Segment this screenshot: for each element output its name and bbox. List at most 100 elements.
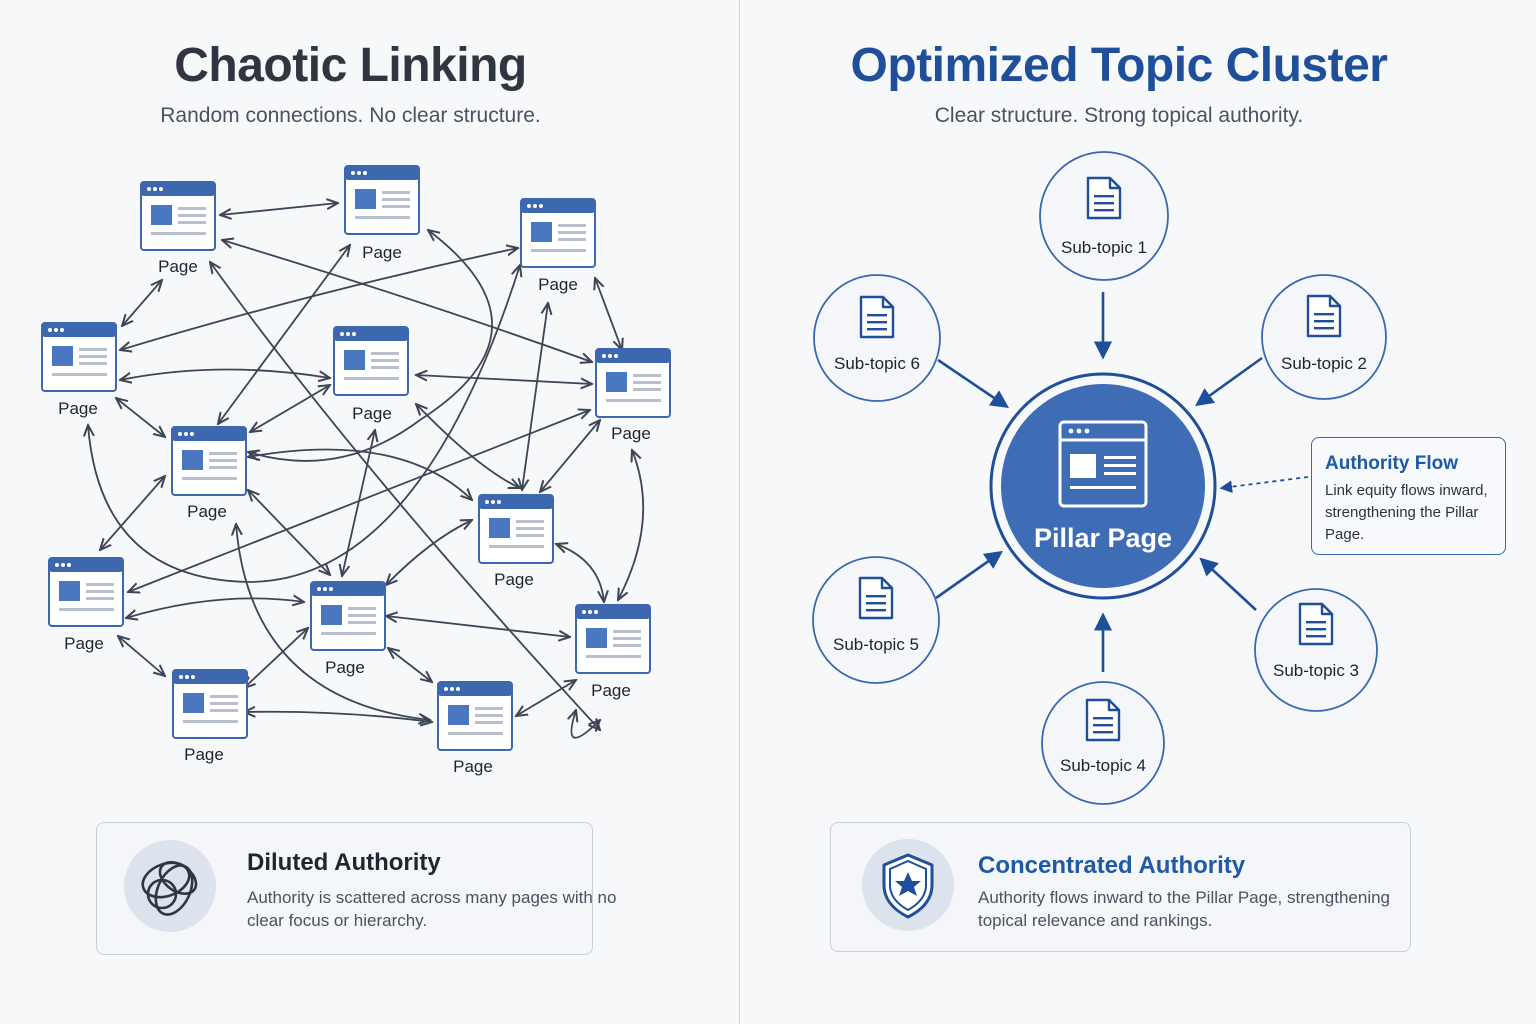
right-title: Optimized Topic Cluster [850, 39, 1388, 92]
page-label: Page [184, 745, 224, 764]
link-line [128, 410, 590, 592]
page-label: Page [453, 757, 493, 776]
authority-flow-callout: Authority Flow Link equity flows inward,… [1311, 437, 1506, 555]
page-label: Page [58, 399, 98, 418]
link-line [220, 203, 338, 215]
concentrated-authority-title: Concentrated Authority [978, 852, 1246, 879]
page-node: Page [41, 322, 117, 418]
panel-divider [739, 0, 740, 1024]
page-node: Page [437, 681, 513, 776]
browser-page-icon [478, 494, 554, 564]
page-node: Page [520, 198, 596, 294]
topic-cluster-diagram: Pillar Page Sub-topic 1 Sub-topic 2 Sub-… [812, 151, 1387, 805]
browser-window-icon [1058, 420, 1148, 508]
link-line [516, 680, 576, 716]
browser-page-icon [41, 322, 117, 392]
page-node: Page [140, 181, 216, 276]
link-line [556, 544, 604, 602]
page-label: Page [362, 243, 402, 262]
browser-page-icon [310, 581, 386, 651]
link-line [248, 490, 330, 575]
link-line [244, 628, 308, 688]
tangled-loops-icon [124, 840, 216, 932]
link-line [416, 375, 592, 384]
subtopic-node: Sub-topic 3 [1254, 588, 1378, 712]
right-subtitle: Clear structure. Strong topical authorit… [934, 104, 1304, 127]
browser-page-icon [140, 181, 216, 251]
link-line [118, 636, 165, 676]
spoke-arrow-6 [937, 358, 1010, 409]
topic-cluster-panel: Optimized Topic Cluster Clear structure.… [740, 0, 1536, 1024]
subtopic-label: Sub-topic 4 [1060, 756, 1146, 775]
browser-page-icon [172, 669, 248, 739]
browser-page-icon [48, 557, 124, 627]
link-line [88, 265, 520, 583]
link-line [116, 398, 165, 437]
link-line [416, 404, 520, 488]
page-label: Page [538, 275, 578, 294]
page-node: Page [344, 165, 420, 262]
browser-page-icon [171, 426, 247, 496]
diluted-authority-text: Authority is scattered across many pages… [247, 888, 617, 930]
left-subtitle: Random connections. No clear structure. [160, 104, 541, 127]
subtopic-node: Sub-topic 1 [1039, 151, 1169, 281]
browser-page-icon [344, 165, 420, 235]
browser-page-icon [437, 681, 513, 751]
browser-page-icon [575, 604, 651, 674]
subtopic-label: Sub-topic 3 [1273, 661, 1359, 680]
page-label: Page [325, 658, 365, 677]
page-node: Page [575, 604, 651, 700]
link-line [126, 598, 304, 618]
link-line [540, 420, 600, 492]
link-line [388, 648, 432, 682]
concentrated-authority-text: Authority flows inward to the Pillar Pag… [978, 888, 1391, 930]
subtopic-label: Sub-topic 1 [1061, 238, 1147, 257]
spoke-arrow-5 [935, 550, 1003, 600]
authority-flow-pointer [1219, 476, 1309, 493]
page-label: Page [611, 424, 651, 443]
authority-flow-title: Authority Flow [1325, 453, 1458, 474]
browser-page-icon [595, 348, 671, 418]
page-node: Page [595, 348, 671, 443]
diluted-authority-title: Diluted Authority [247, 849, 441, 876]
subtopic-node: Sub-topic 6 [813, 274, 941, 402]
link-line [122, 280, 162, 326]
link-line [250, 385, 330, 432]
page-label: Page [64, 634, 104, 653]
page-node: Page [478, 494, 554, 589]
page-label: Page [591, 681, 631, 700]
page-node: Page [172, 669, 248, 764]
link-line [218, 245, 350, 424]
subtopic-node: Sub-topic 2 [1261, 274, 1387, 400]
subtopic-label: Sub-topic 2 [1281, 354, 1367, 373]
page-node: Page [171, 426, 247, 521]
pillar-page-node: Pillar Page [989, 372, 1217, 600]
page-label: Page [187, 502, 227, 521]
shield-star-icon [862, 839, 954, 931]
link-line [571, 710, 600, 739]
pillar-page-label: Pillar Page [1034, 523, 1172, 553]
browser-page-icon [520, 198, 596, 268]
concentrated-authority-card: Concentrated Authority Authority flows i… [830, 822, 1411, 952]
page-node: Page [333, 326, 409, 423]
left-title: Chaotic Linking [174, 39, 527, 92]
spoke-arrow-2 [1195, 356, 1263, 407]
link-line [244, 712, 432, 722]
browser-page-icon [333, 326, 409, 396]
link-line [522, 303, 548, 490]
page-label: Page [158, 257, 198, 276]
link-line [386, 616, 570, 637]
page-node: Page [48, 557, 124, 653]
page-label: Page [494, 570, 534, 589]
link-line [595, 278, 622, 350]
diluted-authority-card: Diluted Authority Authority is scattered… [96, 822, 616, 955]
subtopic-node: Sub-topic 4 [1041, 681, 1165, 805]
subtopic-label: Sub-topic 6 [834, 354, 920, 373]
chaotic-linking-panel: Chaotic Linking Random connections. No c… [0, 0, 739, 1024]
link-line [386, 520, 472, 585]
subtopic-node: Sub-topic 5 [812, 556, 940, 684]
page-node: Page [310, 581, 386, 677]
link-line [618, 450, 645, 600]
spoke-arrow-3 [1199, 557, 1257, 611]
